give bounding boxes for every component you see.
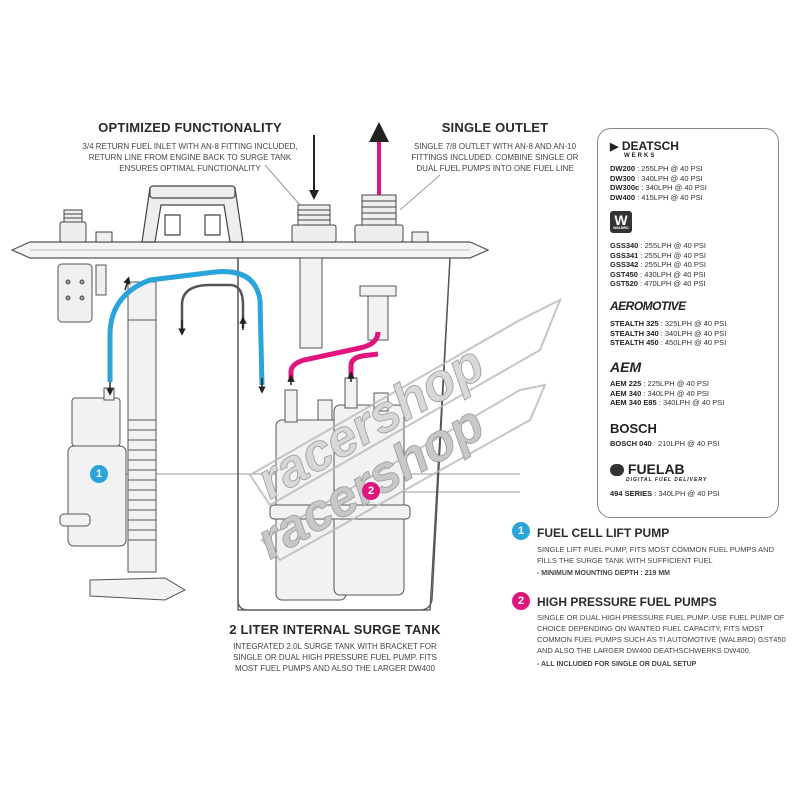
callout-outlet-title: SINGLE OUTLET (441, 120, 549, 135)
callout-optimized: OPTIMIZED FUNCTIONALITY 3/4 RETURN FUEL … (80, 120, 300, 174)
blue-fuel-line (107, 269, 265, 386)
aeromotive-logo: AEROMOTIVE (610, 299, 686, 313)
fuelab-list: 494 SERIES : 340LPH @ 40 PSI (610, 489, 720, 498)
marker-one-diagram: 1 (90, 465, 108, 483)
marker-one-legend: 1 (512, 522, 530, 540)
leader-outlet (399, 174, 441, 211)
walbro-icon: W (614, 212, 628, 228)
callout-surge-text: INTEGRATED 2.0L SURGE TANK WITH BRACKET … (233, 642, 437, 673)
aem-list: AEM 225 : 225LPH @ 40 PSI AEM 340 : 340L… (610, 379, 725, 407)
legend-hp-note: - ALL INCLUDED FOR SINGLE OR DUAL SETUP (537, 661, 697, 668)
legend-lift-pump: FUEL CELL LIFT PUMP SINGLE LIFT FUEL PUM… (537, 526, 792, 577)
top-bracket (141, 185, 244, 243)
callout-surge-tank: 2 LITER INTERNAL SURGE TANK INTEGRATED 2… (225, 622, 445, 674)
legend-hp-pumps: HIGH PRESSURE FUEL PUMPS SINGLE OR DUAL … (537, 595, 792, 668)
fuelab-icon (610, 464, 624, 477)
marker-two-legend: 2 (512, 592, 530, 610)
deatsch-logo: ▶ DEATSCH WERKS (610, 139, 679, 159)
left-fitting (59, 209, 113, 243)
flange-plate (10, 241, 490, 259)
internal-tubes (299, 257, 397, 349)
leader-optimized (264, 164, 301, 206)
grey-return-line (180, 283, 245, 330)
bosch-logo: BOSCH (610, 421, 657, 436)
legend-hp-title: HIGH PRESSURE FUEL PUMPS (537, 595, 717, 609)
hp-pumps (269, 377, 411, 601)
deatsch-icon: ▶ (610, 141, 619, 153)
outlet-fitting (354, 194, 429, 243)
return-fitting (291, 204, 337, 243)
fuelab-logo: FUELAB DIGITAL FUEL DELIVERY (610, 461, 707, 483)
callout-surge-title: 2 LITER INTERNAL SURGE TANK (229, 622, 441, 637)
legend-lift-title: FUEL CELL LIFT PUMP (537, 526, 670, 540)
aeromotive-list: STEALTH 325 : 325LPH @ 40 PSI STEALTH 34… (610, 319, 727, 347)
filter-sock (57, 263, 93, 323)
walbro-list: GSS340 : 255LPH @ 40 PSI GSS341 : 255LPH… (610, 241, 707, 288)
callout-outlet-text: SINGLE 7/8 OUTLET WITH AN-8 AND AN-10 FI… (411, 142, 579, 173)
magenta-fuel-line-1 (288, 331, 381, 382)
aem-logo: AEM (610, 359, 642, 375)
deatsch-list: DW200 : 255LPH @ 40 PSI DW300 : 340LPH @… (610, 164, 707, 202)
callout-single-outlet: SINGLE OUTLET SINGLE 7/8 OUTLET WITH AN-… (405, 120, 585, 174)
compatible-pumps-panel: ▶ DEATSCH WERKS DW200 : 255LPH @ 40 PSI … (597, 128, 779, 518)
callout-optimized-title: OPTIMIZED FUNCTIONALITY (98, 120, 282, 135)
walbro-logo: W WALBRO (610, 211, 632, 233)
legend-hp-text: SINGLE OR DUAL HIGH PRESSURE FUEL PUMP. … (537, 613, 786, 655)
legend-lift-text: SINGLE LIFT FUEL PUMP, FITS MOST COMMON … (537, 545, 774, 565)
lift-pump (59, 387, 187, 601)
legend-lift-note: - MINIMUM MOUNTING DEPTH : 219 MM (537, 570, 670, 577)
magenta-fuel-line-2 (348, 351, 379, 378)
bosch-list: BOSCH 040 : 210LPH @ 40 PSI (610, 439, 720, 448)
watermark (248, 297, 562, 562)
marker-two-diagram: 2 (362, 482, 380, 500)
callout-optimized-text: 3/4 RETURN FUEL INLET WITH AN-8 FITTING … (82, 142, 298, 173)
lift-pump-column (127, 281, 157, 573)
